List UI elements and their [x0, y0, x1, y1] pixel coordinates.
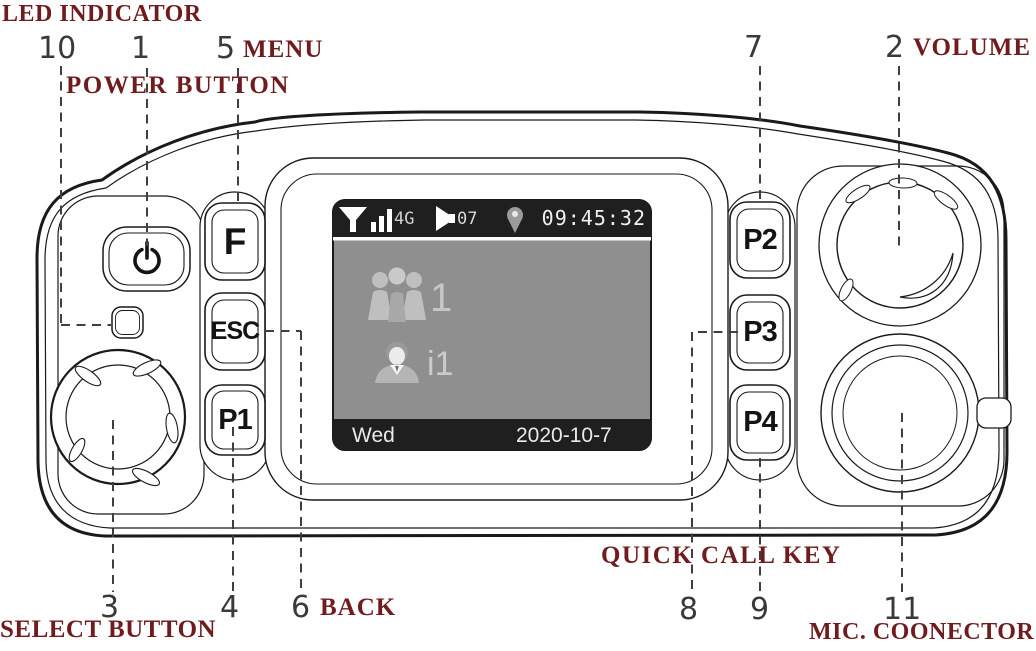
footer-day: Wed — [352, 424, 395, 447]
mic-connector-tab — [976, 397, 1012, 429]
status-bar — [333, 200, 651, 237]
status-bar-separator — [333, 237, 651, 241]
callout-number-11: 11 — [883, 592, 922, 627]
f-button-label: F — [223, 221, 247, 262]
label-quick-call-key: QUICK CALL KEY — [601, 542, 842, 569]
callout-number-2: 2 — [885, 30, 905, 65]
status-clock: 09:45:32 — [541, 206, 646, 230]
leader-led-indicator — [60, 66, 111, 326]
p3-button-label: P3 — [743, 316, 777, 348]
speaker-volume-icon — [436, 206, 455, 231]
select-knob — [49, 348, 187, 487]
leader-lines — [60, 66, 903, 592]
label-menu: MENU — [243, 36, 324, 63]
screen-footer-bar — [333, 419, 651, 450]
callout-number-3: 3 — [100, 590, 120, 625]
status-speaker-level: 07 — [457, 209, 478, 229]
p1-button — [204, 384, 266, 456]
label-back: BACK — [320, 594, 397, 621]
callout-number-6: 6 — [291, 590, 311, 625]
callout-number-10: 10 — [38, 31, 77, 66]
leader-p3 — [691, 331, 738, 592]
screen-bezel-inner — [280, 173, 713, 485]
callout-number-8: 8 — [679, 592, 699, 627]
leader-back — [265, 330, 302, 592]
callout-number-4: 4 — [220, 590, 240, 625]
p2-button — [729, 201, 791, 279]
esc-button-label: ESC — [210, 317, 260, 345]
p2-button-label: P2 — [743, 223, 777, 256]
label-select-button: SELECT BUTTON — [0, 616, 217, 643]
group-call-icon — [368, 267, 426, 322]
callout-number-7: 7 — [744, 30, 764, 65]
label-power-button: POWER BUTTON — [66, 72, 290, 99]
p4-button-label: P4 — [743, 406, 777, 438]
callout-number-1: 1 — [131, 31, 151, 66]
callout-number-9: 9 — [750, 592, 770, 627]
label-mic-connector: MIC. COONECTOR — [809, 619, 1035, 645]
p4-button — [729, 384, 791, 461]
lcd-screen — [332, 199, 652, 451]
label-led-indicator: LED INDICATOR — [2, 1, 202, 27]
device-body-inner-line — [44, 119, 1000, 529]
mic-connector — [820, 333, 1012, 493]
group-call-value: 1 — [430, 276, 453, 320]
power-button — [102, 226, 191, 292]
f-button — [204, 202, 266, 281]
led-indicator — [111, 306, 144, 339]
signal-strength-icon — [339, 207, 392, 232]
status-network-label: 4G — [394, 209, 415, 229]
volume-knob-pointer — [899, 252, 954, 299]
p1-button-label: P1 — [218, 403, 252, 436]
location-pin-icon — [507, 207, 523, 233]
callout-number-5: 5 — [216, 31, 236, 66]
label-volume: VOLUME — [913, 34, 1031, 61]
contact-value: i1 — [427, 345, 454, 383]
contact-person-icon — [375, 342, 419, 383]
footer-date: 2020-10-7 — [516, 424, 612, 447]
